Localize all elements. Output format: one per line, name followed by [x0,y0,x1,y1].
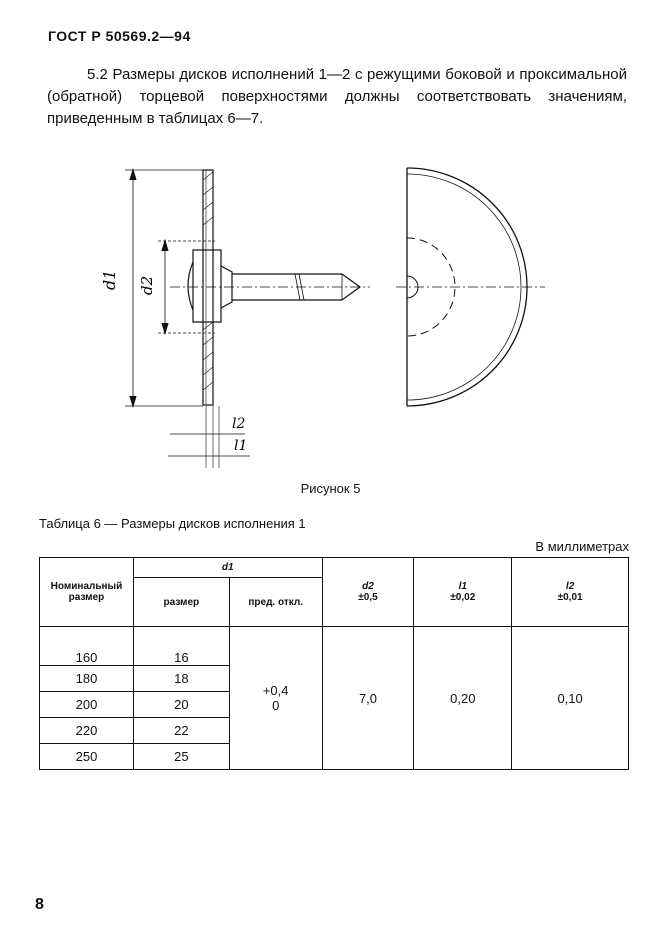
header-l1: l1±0,02 [413,557,513,627]
table-units: В миллиметрах [535,539,629,554]
header-d1-tolerance: пред. откл. [228,577,323,627]
l1-label: l1 [234,438,247,454]
table-row: 180 18 [39,665,629,692]
table-row: 250 25 [39,743,629,770]
table-caption: Таблица 6 — Размеры дисков исполнения 1 [39,516,306,531]
l2-value-cell: 0,10 [511,626,629,770]
figure-5-drawing: d1 d2 l2 l1 [100,167,545,468]
d2-label: d2 [138,276,156,295]
l1-value-cell: 0,20 [413,626,513,770]
header-d2: d2±0,5 [321,557,415,627]
paragraph-text: 5.2 Размеры дисков исполнений 1—2 с режу… [47,66,627,127]
l2-label: l2 [232,416,245,432]
section-paragraph: 5.2 Размеры дисков исполнений 1—2 с режу… [47,64,627,130]
header-l2: l2±0,01 [511,557,629,627]
table-row: 220 22 [39,717,629,744]
header-d1: d1 [132,556,323,579]
header-nominal: Номинальный размер [39,557,134,627]
document-header: ГОСТ Р 50569.2—94 [48,28,191,44]
figure-caption: Рисунок 5 [300,481,361,496]
page-number: 8 [35,896,44,913]
header-d1-size: размер [132,577,230,627]
d2-value-cell: 7,0 [321,626,415,770]
d1-label: d1 [100,270,119,290]
dimensions-table: Номинальный размер d1 d2±0,5 l1±0,02 l2±… [39,556,629,770]
